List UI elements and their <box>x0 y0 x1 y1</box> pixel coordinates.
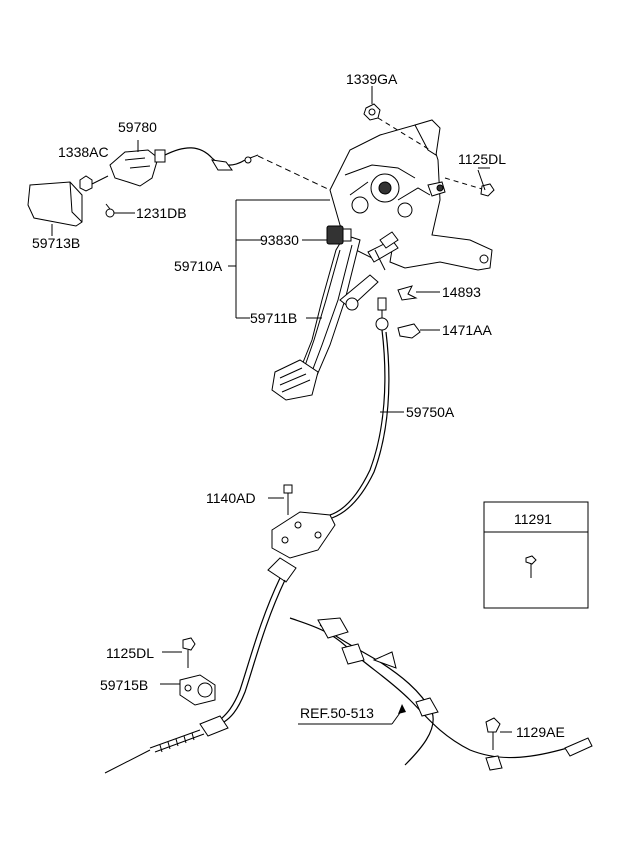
cable-bracket-59715B <box>160 637 216 706</box>
label-ref-50-513: REF.50-513 <box>300 705 374 721</box>
label-93830: 93830 <box>260 232 299 248</box>
label-11291: 11291 <box>514 511 552 527</box>
nut-1339GA <box>363 86 431 151</box>
equalizer-plate <box>268 484 336 559</box>
label-14893: 14893 <box>442 284 481 300</box>
label-1231DB: 1231DB <box>136 205 187 221</box>
switch-93830 <box>326 225 352 245</box>
cable-59750A <box>329 329 404 519</box>
label-1339GA: 1339GA <box>346 71 398 87</box>
screw-1231DB <box>105 203 135 218</box>
clip-1471AA <box>397 323 440 339</box>
label-1125DL-top: 1125DL <box>458 151 506 167</box>
label-59711B: 59711B <box>250 310 297 326</box>
label-59713B: 59713B <box>32 235 80 251</box>
label-59715B: 59715B <box>100 677 148 693</box>
cable-clevis <box>375 297 389 331</box>
bolt-1129AE <box>485 717 512 750</box>
handle-knob-59713B <box>27 181 83 236</box>
pedal-arm <box>271 234 379 401</box>
rear-cable <box>104 557 297 774</box>
inset-box-11291 <box>483 501 589 609</box>
label-1129AE: 1129AE <box>516 724 565 740</box>
label-59710A: 59710A <box>174 258 223 274</box>
bolt-1125DL-top <box>444 167 495 197</box>
pedal-bracket-assembly <box>329 119 493 271</box>
label-1338AC: 1338AC <box>58 144 109 160</box>
screw-1338AC <box>79 175 109 192</box>
leader-59710A <box>228 199 330 319</box>
label-1140AD: 1140AD <box>206 490 256 506</box>
rear-brake-cables-ref <box>289 617 593 771</box>
clip-14893 <box>397 285 440 301</box>
release-handle-59780 <box>109 140 331 191</box>
label-59780: 59780 <box>118 119 157 135</box>
label-1125DL-bottom: 1125DL <box>106 645 154 661</box>
label-1471AA: 1471AA <box>442 322 492 338</box>
label-59750A: 59750A <box>406 404 455 420</box>
